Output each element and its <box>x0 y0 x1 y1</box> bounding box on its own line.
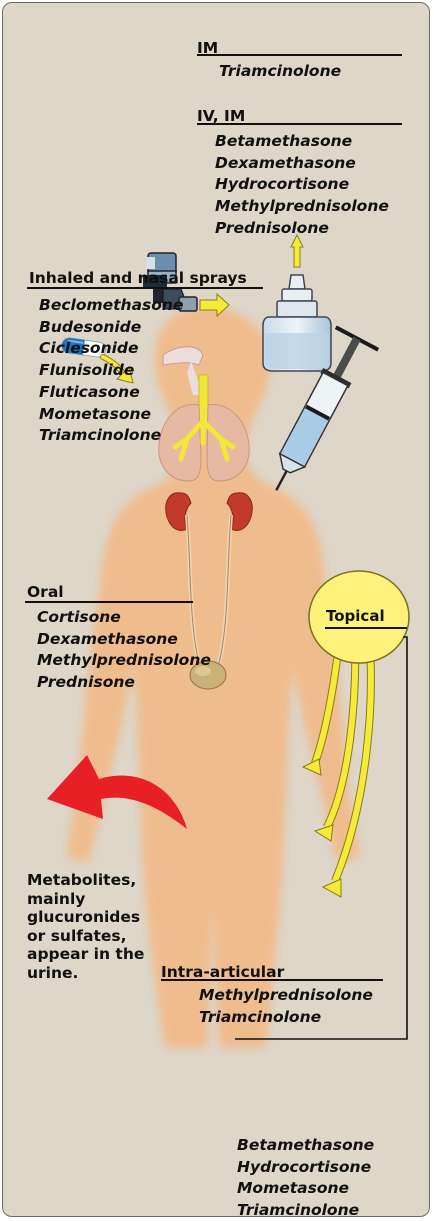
heading-underline <box>25 601 193 603</box>
drug-item: Methylprednisolone <box>215 196 389 218</box>
drug-item: Dexamethasone <box>37 629 211 651</box>
drug-list-iv-im: Betamethasone Dexamethasone Hydrocortiso… <box>215 131 389 240</box>
drug-list-oral: Cortisone Dexamethasone Methylprednisolo… <box>37 607 211 694</box>
route-heading-inhaled: Inhaled and nasal sprays <box>29 267 247 289</box>
drug-item: Mometasone <box>237 1178 374 1200</box>
drug-item: Ciclesonide <box>39 338 183 360</box>
drug-item: Prednisolone <box>215 218 389 240</box>
drug-item: Betamethasone <box>215 131 389 153</box>
heading-underline <box>197 54 402 56</box>
drug-item: Prednisone <box>37 672 211 694</box>
drug-item: Mometasone <box>39 404 183 426</box>
drug-item: Fluticasone <box>39 382 183 404</box>
nasal-spray-icon <box>263 235 331 371</box>
drug-item: Triamcinolone <box>219 61 341 83</box>
heading-underline <box>197 123 402 125</box>
drug-item: Triamcinolone <box>39 425 183 447</box>
heading-underline <box>325 627 407 629</box>
drug-item: Triamcinolone <box>237 1200 374 1217</box>
drug-list-intra-articular: Methylprednisolone Triamcinolone <box>199 985 373 1028</box>
drug-item: Methylprednisolone <box>199 985 373 1007</box>
drug-item: Hydrocortisone <box>215 174 389 196</box>
route-heading-topical: Topical <box>326 605 385 627</box>
drug-item: Methylprednisolone <box>37 650 211 672</box>
drug-item: Triamcinolone <box>199 1007 373 1029</box>
drug-item: Betamethasone <box>237 1135 374 1157</box>
drug-list-im: Triamcinolone <box>219 61 341 83</box>
drug-list-inhaled: Beclomethasone Budesonide Ciclesonide Fl… <box>39 295 183 447</box>
drug-item: Hydrocortisone <box>237 1157 374 1179</box>
heading-underline <box>27 287 263 289</box>
drug-item: Flunisolide <box>39 360 183 382</box>
metabolites-note: Metabolites, mainly glucuronides or sulf… <box>27 871 162 982</box>
drug-item: Budesonide <box>39 317 183 339</box>
trachea <box>199 375 208 423</box>
heading-underline <box>161 979 383 981</box>
drug-item: Beclomethasone <box>39 295 183 317</box>
drug-item: Cortisone <box>37 607 211 629</box>
route-heading-oral: Oral <box>27 581 64 603</box>
drug-item: Dexamethasone <box>215 153 389 175</box>
drug-list-topical: Betamethasone Hydrocortisone Mometasone … <box>237 1135 374 1217</box>
